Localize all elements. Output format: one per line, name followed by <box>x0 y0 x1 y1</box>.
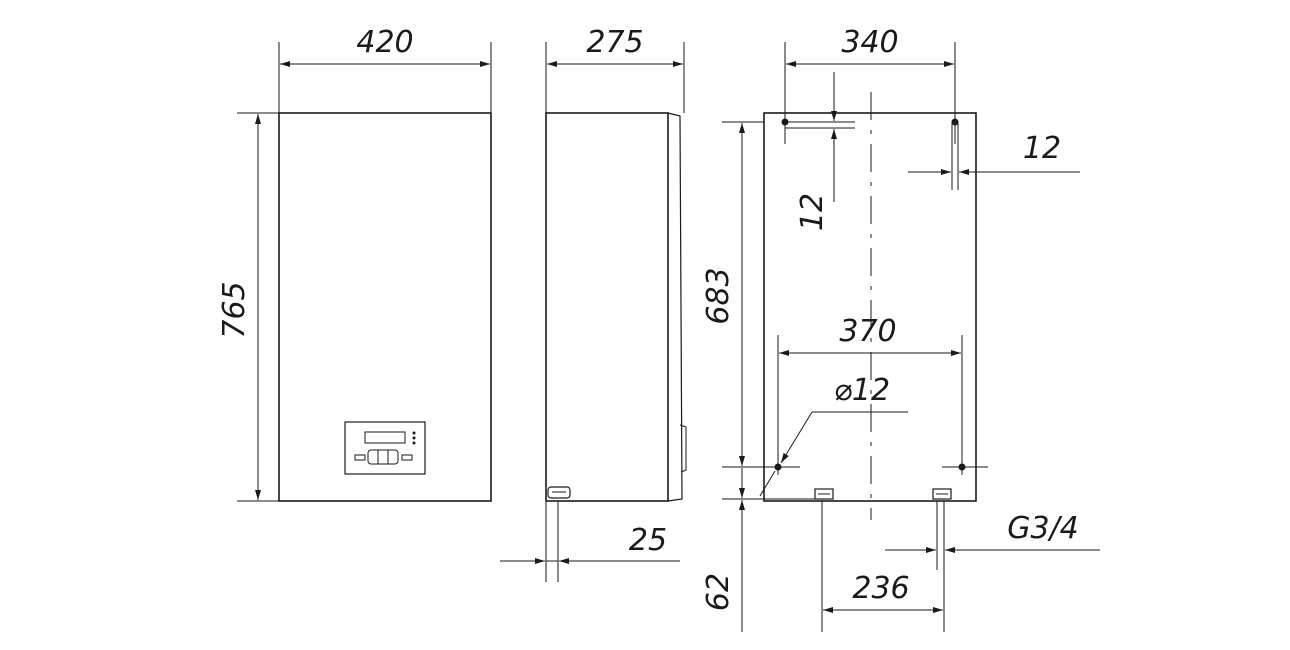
dim-pipe-height: 62 <box>701 573 736 611</box>
dim-height: 765 <box>217 281 252 338</box>
dim-bottom-span: 370 <box>839 314 896 349</box>
side-view: 275 25 <box>500 25 687 582</box>
panel-button-left <box>354 454 366 461</box>
control-panel <box>344 421 426 475</box>
dim-front-width: 420 <box>356 25 413 60</box>
dim-pipe-spacing: 236 <box>852 571 909 606</box>
dim-mount-height: 683 <box>701 267 736 324</box>
dim-hole-offset-top: 12 <box>795 193 830 231</box>
dim-pipe-thread: G3/4 <box>1007 511 1079 546</box>
side-body-outline <box>545 112 669 502</box>
dim-hole-offset-right: 12 <box>1023 131 1061 166</box>
panel-button-right <box>401 454 413 461</box>
pipe-connector-right <box>932 488 952 500</box>
back-view: 340 12 12 683 370 ⌀12 62 236 G <box>701 25 1100 632</box>
dim-hole-diameter: ⌀12 <box>834 373 890 408</box>
dim-mount-width: 340 <box>841 25 898 60</box>
dim-side-depth: 275 <box>586 25 643 60</box>
display-screen <box>364 431 406 444</box>
panel-button-center <box>367 449 399 465</box>
side-front-cover <box>667 112 683 502</box>
front-body-outline <box>278 112 492 502</box>
side-pipe-fitting <box>547 486 571 499</box>
dim-pipe-offset: 25 <box>629 523 667 558</box>
back-body-outline <box>763 112 977 502</box>
front-view: 420 765 <box>217 25 492 502</box>
pipe-connector-left <box>814 488 834 500</box>
